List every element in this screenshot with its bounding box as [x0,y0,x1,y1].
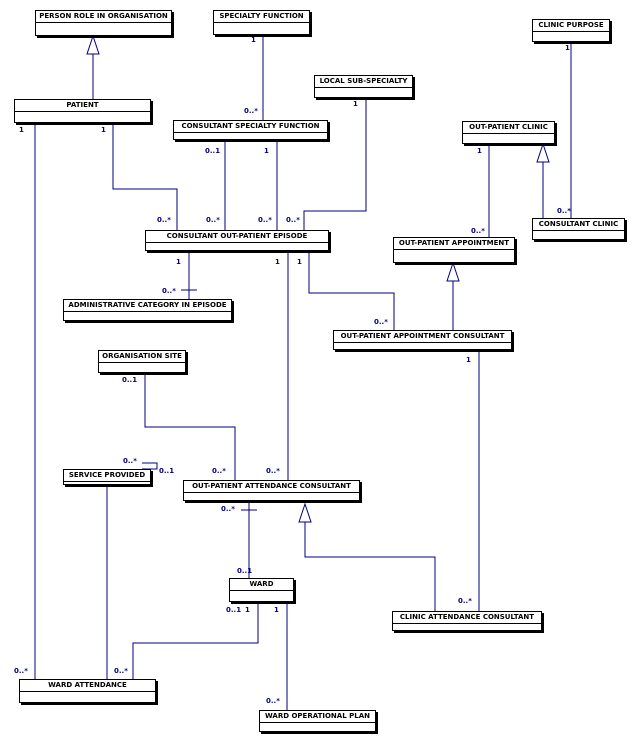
multiplicity-label: 0..1 [159,467,175,475]
multiplicity-label: 1 [353,100,358,108]
clinic-attendance-to-attendance-generalization [304,522,436,612]
multiplicity-label: 1 [477,147,482,155]
multiplicity-label: 1 [245,606,250,614]
entity-specialty-function[interactable]: SPECIALTY FUNCTION [213,10,310,35]
multiplicity-label: 0..1 [122,376,138,384]
multiplicity-label: 0..1 [226,606,242,614]
multiplicity-label: 0..* [212,467,226,475]
entity-out-patient-appointment[interactable]: OUT-PATIENT APPOINTMENT [393,237,515,263]
generalization-arrow [536,142,550,163]
multiplicity-label: 0..* [557,207,571,215]
entity-service-provided[interactable]: SERVICE PROVIDED [63,469,151,485]
multiplicity-label: 1 [274,606,279,614]
multiplicity-label: 0..* [266,467,280,475]
entity-out-patient-appointment-consultant[interactable]: OUT-PATIENT APPOINTMENT CONSULTANT [333,330,512,350]
entity-ward-attendance[interactable]: WARD ATTENDANCE [19,679,156,703]
multiplicity-label: 0..* [123,457,137,465]
entity-clinic-attendance-consultant[interactable]: CLINIC ATTENDANCE CONSULTANT [392,611,542,631]
multiplicity-label: 0..* [471,227,485,235]
entity-organisation-site[interactable]: ORGANISATION SITE [98,350,186,373]
ward-to-ward-attendance [132,602,259,680]
multiplicity-label: 0..* [206,216,220,224]
entity-local-sub-specialty[interactable]: LOCAL SUB-SPECIALTY [314,75,413,98]
patient-to-episode [112,123,178,231]
entity-patient[interactable]: PATIENT [14,99,151,123]
multiplicity-label: 1 [101,126,106,134]
entity-out-patient-attendance-consultant[interactable]: OUT-PATIENT ATTENDANCE CONSULTANT [183,480,360,501]
entity-person-role-in-organisation[interactable]: PERSON ROLE IN ORGANISATION [35,10,172,36]
multiplicity-label: 0..* [221,505,235,513]
episode-to-appointment-consultant [308,251,395,331]
multiplicity-label: 0..* [458,597,472,605]
entity-ward[interactable]: WARD [229,578,294,602]
multiplicity-label: 0..1 [205,147,221,155]
multiplicity-label: 1 [19,126,24,134]
sub-specialty-to-episode [303,98,367,231]
generalization-arrow [86,34,100,55]
generalization-arrow [446,261,460,282]
multiplicity-label: 1 [466,356,471,364]
multiplicity-label: 0..* [286,216,300,224]
generalization-arrow [298,502,312,523]
multiplicity-label: 1 [297,258,302,266]
multiplicity-label: 0..* [244,107,258,115]
multiplicity-label: 1 [176,258,181,266]
multiplicity-label: 0..* [258,216,272,224]
multiplicity-label: 0..* [157,216,171,224]
site-to-attendance [144,373,236,481]
multiplicity-label: 0..* [374,318,388,326]
multiplicity-label: 0..* [14,667,28,675]
multiplicity-label: 1 [251,36,256,44]
entity-consultant-clinic[interactable]: CONSULTANT CLINIC [532,218,625,240]
multiplicity-label: 1 [275,258,280,266]
multiplicity-label: 0..1 [237,567,253,575]
multiplicity-label: 1 [264,147,269,155]
multiplicity-label: 1 [565,44,570,52]
multiplicity-label: 0..* [114,667,128,675]
entity-clinic-purpose[interactable]: CLINIC PURPOSE [532,19,610,42]
entity-ward-operational-plan[interactable]: WARD OPERATIONAL PLAN [259,710,376,732]
entity-consultant-specialty-function[interactable]: CONSULTANT SPECIALTY FUNCTION [173,120,328,140]
multiplicity-label: 0..* [266,697,280,705]
multiplicity-label: 0..* [162,287,176,295]
entity-out-patient-clinic[interactable]: OUT-PATIENT CLINIC [462,121,555,144]
entity-consultant-out-patient-episode[interactable]: CONSULTANT OUT-PATIENT EPISODE [145,230,329,251]
entity-administrative-category-in-episode[interactable]: ADMINISTRATIVE CATEGORY IN EPISODE [63,299,232,321]
